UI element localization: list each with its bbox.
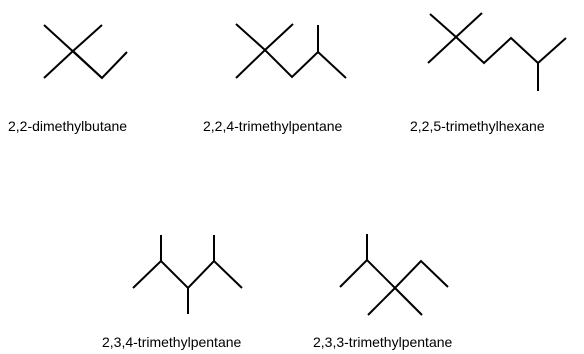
bond-methyl-a <box>235 23 266 51</box>
bond-chain-main <box>235 48 347 79</box>
bond-methyl-a <box>429 13 457 38</box>
structure-2-3-3-trimethylpentane <box>339 234 449 316</box>
bond-chain-main <box>427 35 567 65</box>
bond-methyl-b <box>455 12 483 38</box>
molecule-name-label: 2,2,5-trimethylhexane <box>410 118 545 134</box>
bond-chain-main <box>132 259 243 290</box>
molecule-name-label: 2,3,3-trimethylpentane <box>313 334 453 350</box>
bond-chain-main <box>339 258 449 290</box>
molecule-name-label: 2,3,4-trimethylpentane <box>102 334 242 350</box>
bond-methyl-b <box>264 23 294 51</box>
bond-methyl <box>72 24 103 52</box>
structure-2-3-4-trimethylpentane <box>132 235 243 314</box>
bond-methyl-c <box>394 287 423 316</box>
molecule-name-label: 2,2-dimethylbutane <box>8 118 128 134</box>
structure-2-2-5-trimethylhexane <box>427 12 567 91</box>
bond-methyl-b <box>367 287 396 316</box>
molecule-name-label: 2,2,4-trimethylpentane <box>203 118 343 134</box>
structure-2-2-dimethylbutane <box>43 24 128 80</box>
bond-chain-main <box>43 49 128 80</box>
structure-2-2-4-trimethylpentane <box>235 23 347 79</box>
